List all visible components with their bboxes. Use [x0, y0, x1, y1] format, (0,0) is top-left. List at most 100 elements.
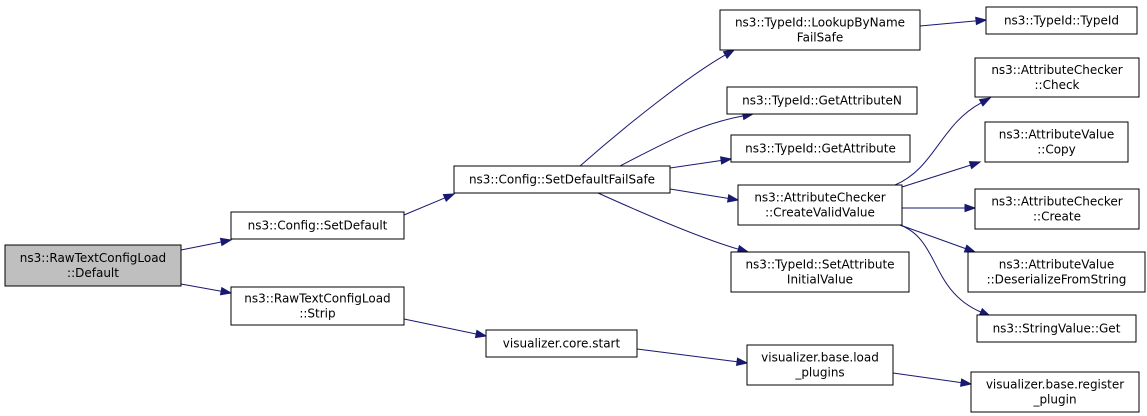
edge-create_valid-to-copy — [901, 161, 982, 188]
node-box — [730, 251, 910, 293]
node-label: ns3::TypeId::GetAttributeN — [742, 94, 902, 108]
node-box — [737, 184, 903, 226]
node-register-plugin[interactable]: visualizer.base.register_plugin — [970, 371, 1140, 413]
arrowhead — [722, 49, 736, 59]
arrowhead — [978, 97, 992, 107]
node-set-default-failsafe[interactable]: ns3::Config::SetDefaultFailSafe — [453, 165, 671, 194]
node-create[interactable]: ns3::AttributeChecker::Create — [974, 188, 1140, 230]
edge-set_default_failsafe-to-get_attr — [669, 156, 733, 169]
arrowhead — [726, 194, 740, 203]
edge-root-to-set_default — [180, 237, 233, 251]
edge-create_valid-to-deser — [899, 224, 977, 253]
edge-set_default_failsafe-to-create_valid — [669, 188, 740, 203]
edge-set_default_failsafe-to-lookup — [579, 49, 736, 167]
edge-line — [619, 115, 744, 167]
node-box — [974, 57, 1140, 98]
node-box — [453, 165, 671, 194]
node-label: ns3::StringValue::Get — [993, 322, 1121, 336]
node-label: ::Strip — [299, 307, 335, 321]
node-box — [485, 329, 638, 358]
node-box — [746, 344, 894, 386]
arrowhead — [975, 16, 988, 26]
edge-set_default-to-set_default_failsafe — [403, 193, 456, 216]
node-set-default[interactable]: ns3::Config::SetDefault — [230, 211, 405, 240]
node-label: _plugins — [794, 366, 844, 380]
edge-create_valid-to-create — [902, 203, 977, 213]
edge-line — [636, 348, 738, 363]
edge-root-to-strip — [180, 283, 233, 296]
node-create-valid[interactable]: ns3::AttributeChecker::CreateValidValue — [737, 184, 903, 226]
node-label: ns3::RawTextConfigLoad — [244, 292, 390, 306]
edge-line — [597, 192, 739, 250]
node-label: ns3::TypeId::GetAttribute — [745, 142, 896, 156]
node-box — [985, 6, 1138, 35]
node-label: ::DeserializeFromString — [987, 273, 1127, 287]
node-box — [730, 134, 911, 163]
edge-line — [180, 241, 222, 251]
node-box — [974, 188, 1140, 230]
edge-load_plugins-to-register_plugin — [892, 372, 973, 387]
edge-lookup-to-typeid — [919, 16, 988, 27]
node-label: ns3::AttributeValue — [999, 258, 1115, 272]
arrowhead — [736, 357, 749, 366]
node-label: ns3::AttributeChecker — [754, 191, 885, 205]
node-stringvalue-get[interactable]: ns3::StringValue::Get — [976, 314, 1137, 343]
edge-line — [669, 188, 729, 199]
node-label: visualizer.base.register — [986, 378, 1124, 392]
node-label: ns3::AttributeChecker — [991, 195, 1122, 209]
arrowhead — [219, 237, 233, 247]
arrowhead — [720, 156, 733, 165]
node-label: ::Check — [1035, 78, 1080, 92]
node-box — [967, 251, 1146, 293]
node-label: ns3::RawTextConfigLoad — [20, 251, 166, 265]
node-root[interactable]: ns3::RawTextConfigLoad::Default — [4, 244, 182, 287]
node-label: ns3::TypeId::TypeId — [1004, 14, 1119, 28]
node-label: ns3::Config::SetDefault — [248, 219, 388, 233]
node-get-attr-n[interactable]: ns3::TypeId::GetAttributeN — [726, 86, 918, 115]
arrowhead — [963, 244, 977, 253]
arrowhead — [219, 286, 233, 296]
node-box — [719, 9, 921, 51]
node-get-attr[interactable]: ns3::TypeId::GetAttribute — [730, 134, 911, 163]
node-box — [970, 371, 1140, 413]
node-label: ns3::AttributeValue — [999, 128, 1115, 142]
node-label: ::Copy — [1037, 143, 1076, 157]
node-strip[interactable]: ns3::RawTextConfigLoad::Strip — [230, 286, 405, 326]
node-label: ns3::Config::SetDefaultFailSafe — [469, 173, 655, 187]
edge-line — [892, 372, 962, 384]
node-core-start[interactable]: visualizer.core.start — [485, 329, 638, 358]
edge-line — [901, 164, 971, 188]
node-label: visualizer.core.start — [503, 337, 621, 351]
node-label: ns3::TypeId::SetAttribute — [745, 258, 894, 272]
node-copy[interactable]: ns3::AttributeValue::Copy — [984, 121, 1129, 163]
edge-strip-to-core_start — [403, 318, 488, 339]
arrowhead — [474, 329, 488, 339]
node-label: ns3::TypeId::LookupByName — [735, 16, 905, 30]
node-label: FailSafe — [797, 31, 843, 45]
node-box — [4, 244, 182, 287]
node-box — [726, 86, 918, 115]
arrowhead — [442, 193, 456, 203]
nodes-layer: ns3::RawTextConfigLoad::Default ns3::Conf… — [4, 6, 1146, 413]
node-label: InitialValue — [787, 273, 853, 287]
edge-core_start-to-load_plugins — [636, 348, 749, 366]
arrowhead — [960, 378, 973, 387]
node-label: _plugin — [1032, 393, 1076, 407]
node-label: ::Default — [67, 266, 119, 280]
arrowhead — [968, 161, 982, 170]
node-label: ns3::AttributeChecker — [991, 63, 1122, 77]
node-load-plugins[interactable]: visualizer.base.load_plugins — [746, 344, 894, 386]
node-box — [230, 286, 405, 326]
node-box — [230, 211, 405, 240]
node-typeid[interactable]: ns3::TypeId::TypeId — [985, 6, 1138, 35]
edge-line — [899, 224, 966, 250]
edge-line — [403, 197, 445, 216]
node-label: ::CreateValidValue — [765, 206, 875, 220]
edge-line — [180, 283, 222, 292]
edge-line — [669, 160, 722, 169]
node-check[interactable]: ns3::AttributeChecker::Check — [974, 57, 1140, 98]
node-deser[interactable]: ns3::AttributeValue::DeserializeFromStri… — [967, 251, 1146, 293]
